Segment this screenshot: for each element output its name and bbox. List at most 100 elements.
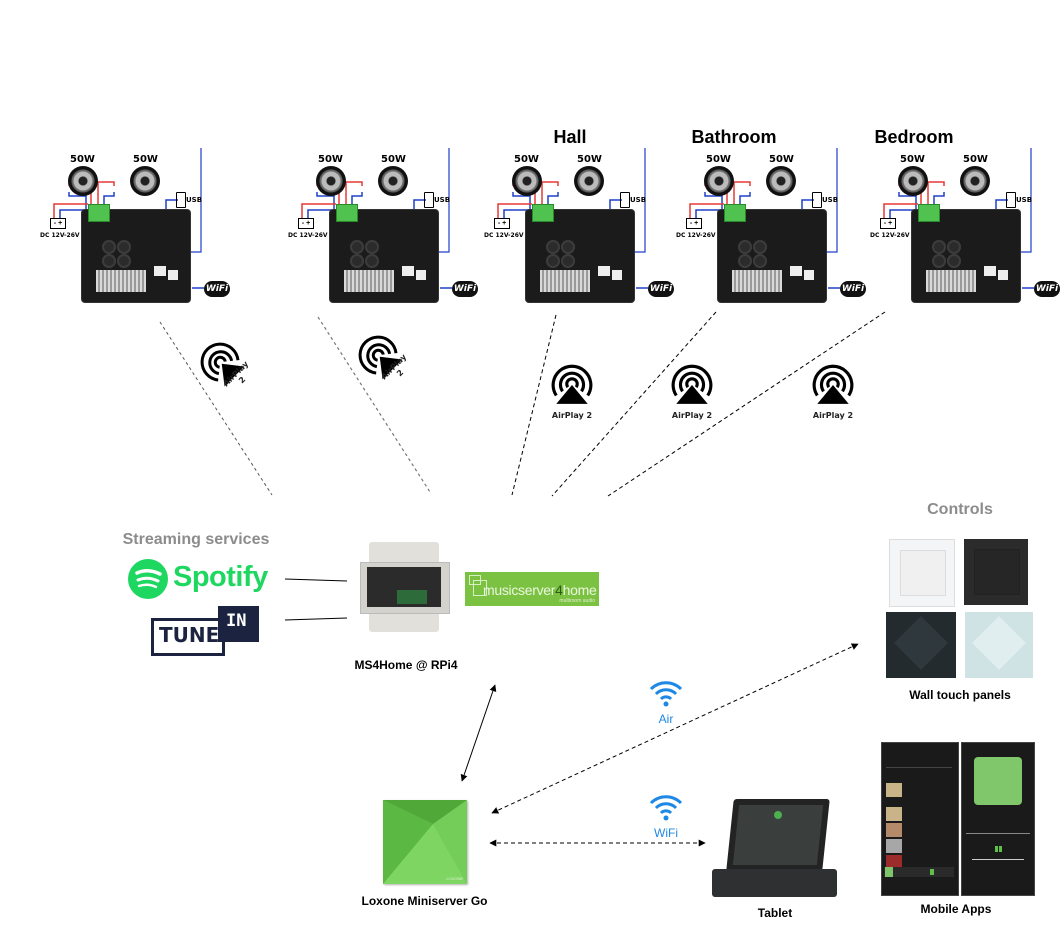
heatsink xyxy=(344,270,394,292)
room-title-hall: Hall xyxy=(553,127,587,147)
capacitor xyxy=(350,240,364,254)
usb-stick-icon xyxy=(812,192,822,208)
ms4home-device[interactable] xyxy=(357,540,452,635)
air-link-badge: Air xyxy=(646,679,686,729)
mobile-app-player-screen[interactable] xyxy=(961,742,1035,896)
wifi-badge-icon: WiFi xyxy=(648,281,674,297)
wifi-badge-icon: WiFi xyxy=(840,281,866,297)
touch-panel-glass-dark[interactable] xyxy=(886,612,956,678)
capacitor xyxy=(932,254,946,268)
module-chip xyxy=(598,266,610,276)
touch-panel-glass-light[interactable] xyxy=(965,612,1033,678)
capacitor xyxy=(561,254,575,268)
airplay-badge-4: AirPlay 2 xyxy=(666,362,718,420)
dc-label: DC 12V-26V xyxy=(870,232,910,239)
airplay-label: AirPlay 2 xyxy=(671,411,713,420)
dc-battery-icon: - + xyxy=(494,218,510,229)
spotify-link xyxy=(284,578,348,582)
capacitor xyxy=(738,240,752,254)
heatsink xyxy=(96,270,146,292)
speaker-left-watt: 50W xyxy=(318,154,343,165)
capacitor xyxy=(365,254,379,268)
dc-label: DC 12V-26V xyxy=(676,232,716,239)
capacitor xyxy=(738,254,752,268)
capacitor xyxy=(932,240,946,254)
capacitor xyxy=(753,254,767,268)
usb-label: USB xyxy=(822,196,839,204)
speaker-left-watt: 50W xyxy=(900,154,925,165)
airplay-icon xyxy=(812,364,854,404)
tunein-logo[interactable]: TUNE IN xyxy=(151,606,261,656)
heatsink xyxy=(540,270,590,292)
speaker-terminal xyxy=(88,204,110,222)
speaker-left-icon xyxy=(898,166,928,196)
streaming-title: Streaming services xyxy=(122,531,270,548)
miniserver-caption: Loxone Miniserver Go xyxy=(361,894,488,908)
loxone-miniserver-go[interactable]: LOXONE xyxy=(383,800,467,884)
airplay-link-2 xyxy=(317,316,431,493)
wifi-label: WiFi xyxy=(654,826,678,840)
speaker-terminal xyxy=(724,204,746,222)
speaker-right-watt: 50W xyxy=(963,154,988,165)
capacitor xyxy=(365,240,379,254)
ms4home-logo-num: 4 xyxy=(555,582,563,598)
miniserver-pyramid-graphic xyxy=(383,800,467,884)
usb-stick-icon xyxy=(424,192,434,208)
airplay-badge-5: AirPlay 2 xyxy=(807,362,859,420)
mobile-app-list-screen[interactable] xyxy=(881,742,959,896)
controls-title: Controls xyxy=(927,501,993,518)
wall-panels-caption: Wall touch panels xyxy=(909,688,1011,702)
air-label: Air xyxy=(658,712,674,726)
speaker-left-icon xyxy=(704,166,734,196)
speaker-left-icon xyxy=(68,166,98,196)
airplay-badge-2: AirPlay 2 xyxy=(356,333,416,388)
mobile-apps-caption: Mobile Apps xyxy=(920,902,992,916)
module-chip xyxy=(416,270,426,280)
ms4home-logo-end: home xyxy=(562,582,597,598)
capacitor xyxy=(546,254,560,268)
usb-stick-icon xyxy=(176,192,186,208)
speaker-left-icon xyxy=(512,166,542,196)
airplay-badge-1: AirPlay 2 xyxy=(198,340,258,395)
tablet-device[interactable] xyxy=(712,795,837,900)
airplay-label: AirPlay 2 xyxy=(812,411,854,420)
speaker-right-icon xyxy=(130,166,160,196)
module-chip xyxy=(612,270,622,280)
usb-label: USB xyxy=(434,196,451,204)
capacitor xyxy=(102,240,116,254)
spotify-logo[interactable]: Spotify xyxy=(128,558,268,600)
touch-panel-black[interactable] xyxy=(964,539,1028,605)
wifi-badge-icon: WiFi xyxy=(204,281,230,297)
airplay-link-4 xyxy=(551,311,717,497)
airplay-badge-3: AirPlay 2 xyxy=(546,362,598,420)
spotify-wordmark: Spotify xyxy=(173,561,268,593)
speaker-right-icon xyxy=(960,166,990,196)
airplay-label: AirPlay 2 xyxy=(551,411,593,420)
usb-stick-icon xyxy=(620,192,630,208)
capacitor xyxy=(546,240,560,254)
dc-battery-icon: - + xyxy=(880,218,896,229)
module-chip xyxy=(402,266,414,276)
module-chip xyxy=(804,270,814,280)
speaker-terminal xyxy=(918,204,940,222)
tunein-tune: TUNE xyxy=(159,623,220,647)
capacitor xyxy=(350,254,364,268)
touch-panel-white[interactable] xyxy=(889,539,955,607)
usb-label: USB xyxy=(1016,196,1033,204)
tunein-in: IN xyxy=(226,611,247,631)
wifi-badge-icon: WiFi xyxy=(452,281,478,297)
speaker-right-watt: 50W xyxy=(381,154,406,165)
dc-label: DC 12V-26V xyxy=(40,232,80,239)
speaker-left-watt: 50W xyxy=(514,154,539,165)
usb-label: USB xyxy=(630,196,647,204)
module-chip xyxy=(790,266,802,276)
capacitor xyxy=(102,254,116,268)
miniserver-brand: LOXONE xyxy=(446,876,463,881)
module-chip xyxy=(154,266,166,276)
airplay-icon xyxy=(358,335,403,380)
ms4home-logo: musicserver4home multiroom audio xyxy=(465,572,599,606)
